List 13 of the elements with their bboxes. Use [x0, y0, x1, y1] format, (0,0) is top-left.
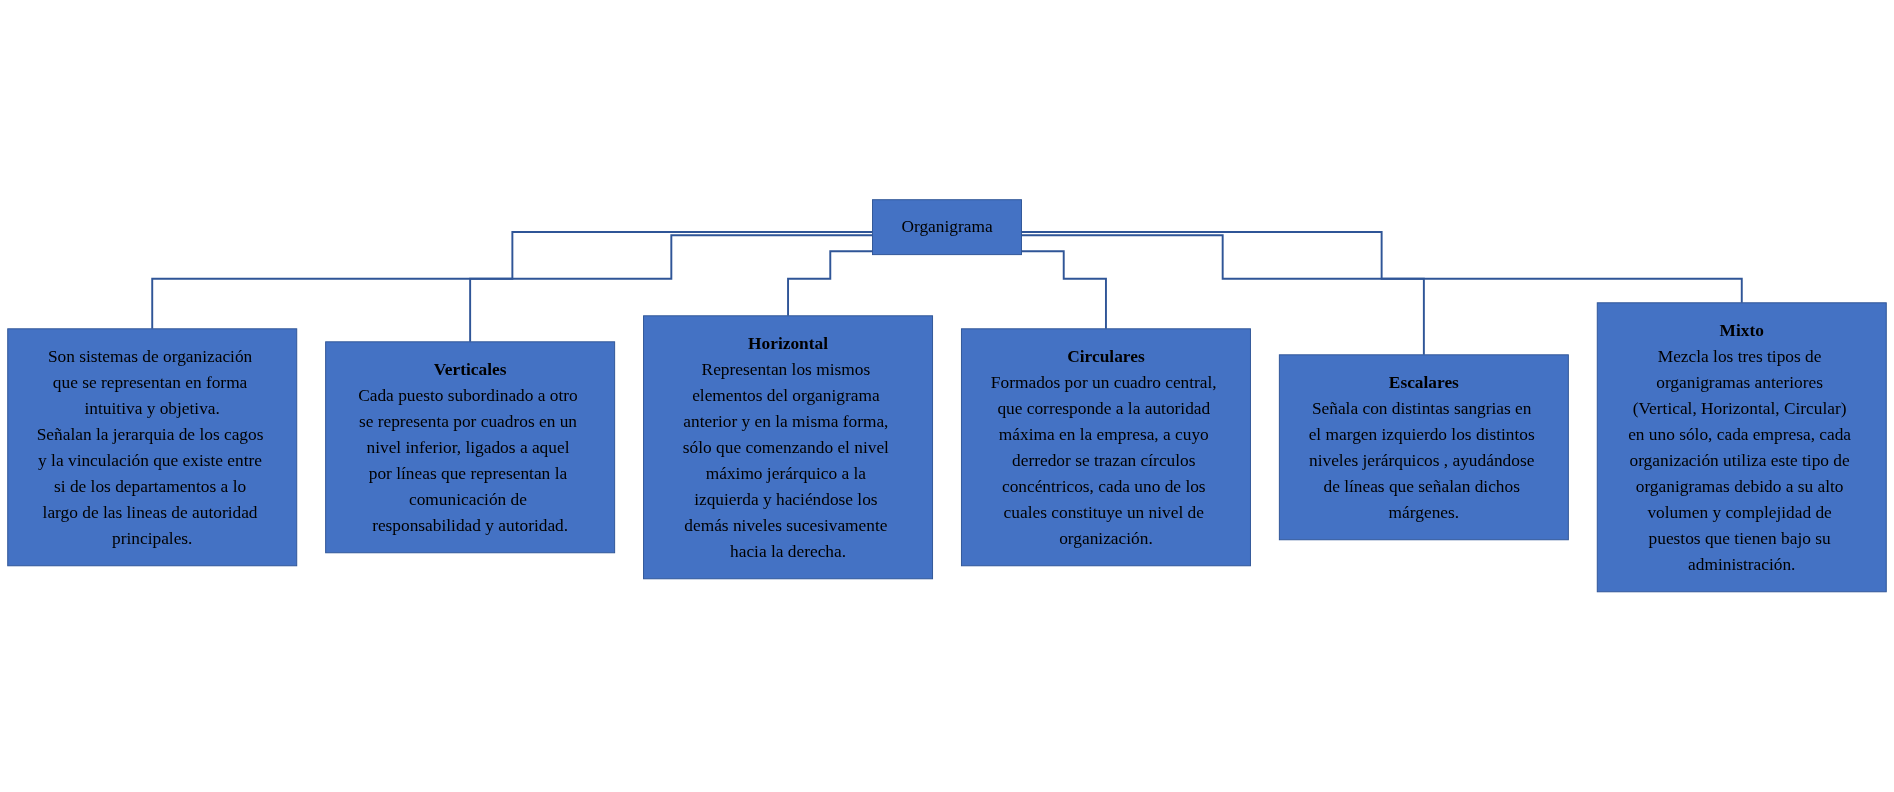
node-box: Escalares Señala con distintas sangrias en el margen izquierdo los distintos niveles jerárquicos , ayudándose de líneas que señalan dichos márgenes.	[1278, 354, 1569, 541]
node-box: Son sistemas de organización que se representan en forma intuitiva y objetiva. Señalan la jerarquia de los cagos y la vinculación que existe entre si de los departamentos a lo largo de las lineas de autoridad principales.	[7, 328, 298, 567]
node-box: Horizontal Representan los mismos elementos del organigrama anterior y en la misma forma, sólo que comenzando el nivel máximo jerárquico a la izquierda y haciéndose los demás niveles sucesivamente hacia la derecha.	[643, 315, 934, 580]
node-box: Organigrama	[872, 199, 1022, 256]
connector	[1020, 231, 1743, 304]
connector	[787, 250, 874, 317]
connector	[1020, 250, 1107, 330]
connector	[1020, 234, 1425, 357]
connector	[469, 234, 874, 343]
node-box: Mixto Mezcla los tres tipos de organigramas anteriores (Vertical, Horizontal, Circular) en uno sólo, cada empresa, cada organización utiliza este tipo de organigramas debido a su alto volumen y complejidad de puestos que tienen bajo su administración.	[1596, 302, 1887, 593]
connector	[151, 231, 874, 330]
node-box: Circulares Formados por un cuadro central, que corresponde a la autoridad máxima en la empresa, a cuyo derredor se trazan círculos concéntricos, cada uno de los cuales constituye un nivel de organización.	[960, 328, 1251, 567]
node-box: Verticales Cada puesto subordinado a otro se representa por cuadros en un nivel inferior, ligados a aquel por líneas que representan la comunicación de responsabilidad y autoridad.	[325, 341, 616, 554]
